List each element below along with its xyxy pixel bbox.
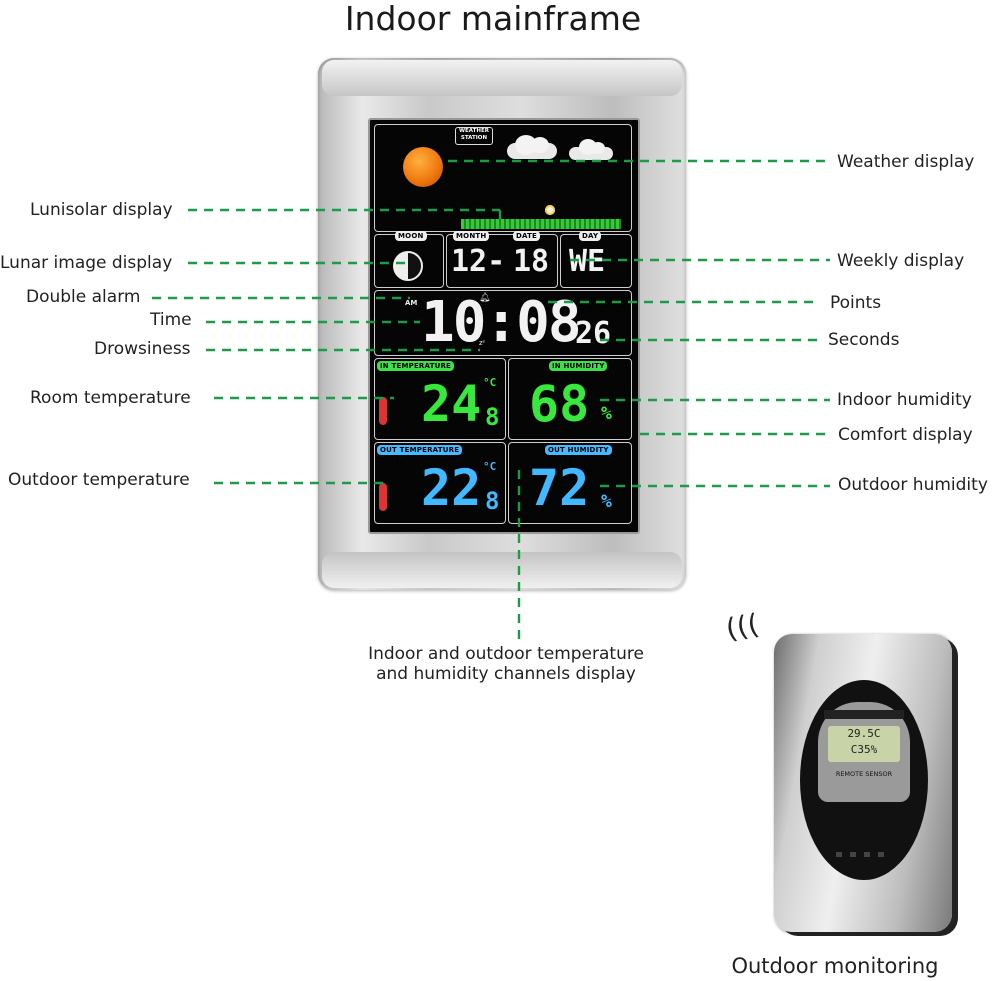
alarm-bell-icon: 🔔︎: [479, 293, 491, 303]
out-humidity-tag: OUT HUMIDITY: [545, 445, 612, 455]
cloud-icon: [503, 133, 561, 161]
moon-panel: MOON: [374, 231, 444, 288]
label-double-alarm: Double alarm: [26, 287, 141, 307]
lcd-screen: WEATHER STATION MOON MONTH DATE 12- 18 D…: [368, 118, 640, 534]
month-date-panel: MONTH DATE 12- 18: [446, 231, 558, 288]
wireless-signal-icon: (((: [723, 607, 762, 646]
out-temperature-panel: OUT TEMPERATURE 22 °C 8: [374, 442, 506, 524]
label-comfort-display: Comfort display: [838, 425, 973, 445]
in-temperature-panel: IN TEMPERATURE 24 °C 8: [374, 358, 506, 440]
out-temperature-value: 22: [421, 459, 482, 517]
in-humidity-value: 68: [529, 375, 590, 433]
sensor-lcd: 29.5C C35%: [828, 726, 900, 762]
moon-tag: MOON: [395, 231, 427, 241]
label-drowsiness: Drowsiness: [94, 339, 191, 359]
out-temperature-tag: OUT TEMPERATURE: [377, 445, 463, 455]
label-time: Time: [150, 310, 192, 330]
month-value: 12-: [451, 244, 506, 279]
in-temperature-unit: °C: [483, 376, 497, 389]
label-lunisolar-display: Lunisolar display: [30, 200, 173, 220]
weather-panel: WEATHER STATION: [374, 124, 632, 232]
date-value: 18: [513, 244, 550, 279]
moon-phase-icon: [393, 251, 423, 281]
am-indicator: AM: [405, 299, 418, 307]
sensor-brand-strip: [824, 710, 904, 719]
label-outdoor-temperature: Outdoor temperature: [8, 470, 190, 490]
weather-station-badge: WEATHER STATION: [455, 127, 493, 145]
time-panel: AM 10:08 26 🔔︎ zᶻ: [374, 290, 632, 356]
label-channels-display: Indoor and outdoor temperature and humid…: [368, 644, 644, 684]
cloud-icon: [567, 137, 615, 161]
label-weekly-display: Weekly display: [837, 251, 965, 271]
diagram-title: Indoor mainframe: [344, 0, 642, 38]
label-weather-display: Weather display: [837, 152, 975, 172]
in-temperature-decimal: 8: [485, 403, 500, 431]
label-outdoor-humidity: Outdoor humidity: [838, 475, 988, 495]
remote-sensor-label: REMOTE SENSOR: [835, 770, 893, 778]
outdoor-sensor-device: 29.5C C35% REMOTE SENSOR: [774, 634, 952, 932]
label-points: Points: [830, 293, 882, 313]
day-value: WE: [569, 244, 606, 279]
flower-icon: [545, 205, 555, 215]
label-outdoor-monitoring: Outdoor monitoring: [731, 954, 939, 978]
out-humidity-panel: OUT HUMIDITY 72 %: [508, 442, 632, 524]
thermometer-icon: [379, 483, 387, 511]
in-temperature-tag: IN TEMPERATURE: [377, 361, 455, 371]
day-panel: DAY WE: [560, 231, 632, 288]
clock-time: 10:08: [421, 290, 582, 355]
month-tag: MONTH: [453, 231, 490, 241]
in-temperature-value: 24: [421, 375, 482, 433]
label-seconds: Seconds: [828, 330, 900, 350]
grass-icon: [461, 219, 621, 229]
out-temperature-decimal: 8: [485, 487, 500, 515]
sun-icon: [403, 147, 443, 187]
out-humidity-value: 72: [529, 459, 590, 517]
thermometer-icon: [379, 397, 387, 425]
snooze-icon: zᶻ: [479, 339, 486, 347]
in-humidity-unit: %: [601, 403, 612, 424]
in-humidity-tag: IN HUMIDITY: [549, 361, 608, 371]
label-room-temperature: Room temperature: [30, 388, 191, 408]
day-tag: DAY: [579, 231, 602, 241]
label-indoor-humidity: Indoor humidity: [837, 390, 972, 410]
out-humidity-unit: %: [601, 491, 612, 512]
out-temperature-unit: °C: [483, 460, 497, 473]
date-tag: DATE: [513, 231, 541, 241]
clock-seconds: 26: [575, 316, 612, 351]
in-humidity-panel: IN HUMIDITY 68 %: [508, 358, 632, 440]
label-lunar-image-display: Lunar image display: [0, 253, 173, 273]
sensor-vent: [836, 852, 890, 857]
